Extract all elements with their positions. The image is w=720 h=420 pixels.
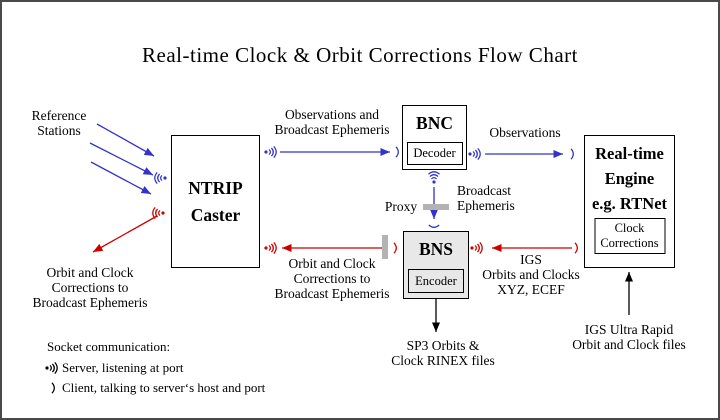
ref-station-arrow-3 bbox=[90, 161, 152, 195]
clock-corrections-box: Clock Corrections bbox=[594, 218, 665, 254]
orbit-clock-corrections-left-label: Orbit and Clock Corrections to Broadcast… bbox=[32, 265, 148, 311]
ntrip-caster-label: NTRIP Caster bbox=[188, 178, 243, 225]
bns-box: BNS Encoder bbox=[403, 231, 469, 299]
bnc-box: BNC Decoder bbox=[402, 105, 467, 170]
legend-client-label: Client, talking to server‘s host and por… bbox=[62, 380, 266, 395]
observations-label: Observations bbox=[489, 125, 561, 140]
client-socket-icon-bns-top bbox=[428, 224, 440, 228]
igs-orbits-clocks-label: IGS Orbits and Clocks XYZ, ECEF bbox=[482, 252, 580, 298]
legend-title: Socket communication: bbox=[47, 339, 171, 354]
client-socket-icon-legend bbox=[51, 382, 55, 394]
reference-stations-label: Reference Stations bbox=[31, 108, 87, 139]
client-socket-icon-bns-left bbox=[393, 242, 397, 254]
wifi-server-icon-caster-left-top bbox=[154, 171, 168, 185]
obs-and-brdc-label: Observations and Broadcast Ephemeris bbox=[274, 107, 390, 138]
legend-server-label: Server, listening at port bbox=[62, 360, 184, 375]
client-socket-icon-bnc-left bbox=[395, 146, 399, 158]
igs-ultra-rapid-label: IGS Ultra Rapid Orbit and Clock files bbox=[572, 322, 686, 353]
wifi-server-icon-caster-right-bottom bbox=[263, 241, 277, 255]
wifi-server-icon-bnc-right bbox=[467, 147, 481, 161]
ref-station-arrow-2 bbox=[89, 142, 154, 176]
decoder-box: Decoder bbox=[406, 142, 463, 165]
wifi-server-icon-caster-left-bottom bbox=[152, 206, 166, 220]
encoder-box: Encoder bbox=[408, 269, 464, 293]
realtime-engine-label: Real-time Engine e.g. RTNet bbox=[591, 144, 668, 213]
wifi-server-icon-bnc-bottom bbox=[427, 171, 441, 185]
bns-label: BNS bbox=[418, 239, 454, 259]
wifi-server-icon-legend bbox=[44, 361, 58, 375]
client-socket-icon-engine-left-top bbox=[570, 148, 574, 160]
orbit-clock-corrections-mid-label: Orbit and Clock Corrections to Broadcast… bbox=[274, 256, 390, 302]
proxy-bar-horizontal bbox=[423, 204, 449, 210]
bnc-label: BNC bbox=[416, 113, 453, 133]
proxy-label: Proxy bbox=[384, 199, 418, 214]
ntrip-caster-box: NTRIP Caster bbox=[171, 135, 260, 268]
wifi-server-icon-caster-right-top bbox=[263, 145, 277, 159]
sp3-files-label: SP3 Orbits & Clock RINEX files bbox=[391, 338, 495, 369]
caster-to-corrections-arrow bbox=[92, 215, 158, 253]
page-title: Real-time Clock & Orbit Corrections Flow… bbox=[142, 43, 578, 67]
broadcast-ephemeris-label: Broadcast Ephemeris bbox=[457, 183, 515, 214]
realtime-engine-box: Real-time Engine e.g. RTNet Clock Correc… bbox=[584, 135, 675, 268]
